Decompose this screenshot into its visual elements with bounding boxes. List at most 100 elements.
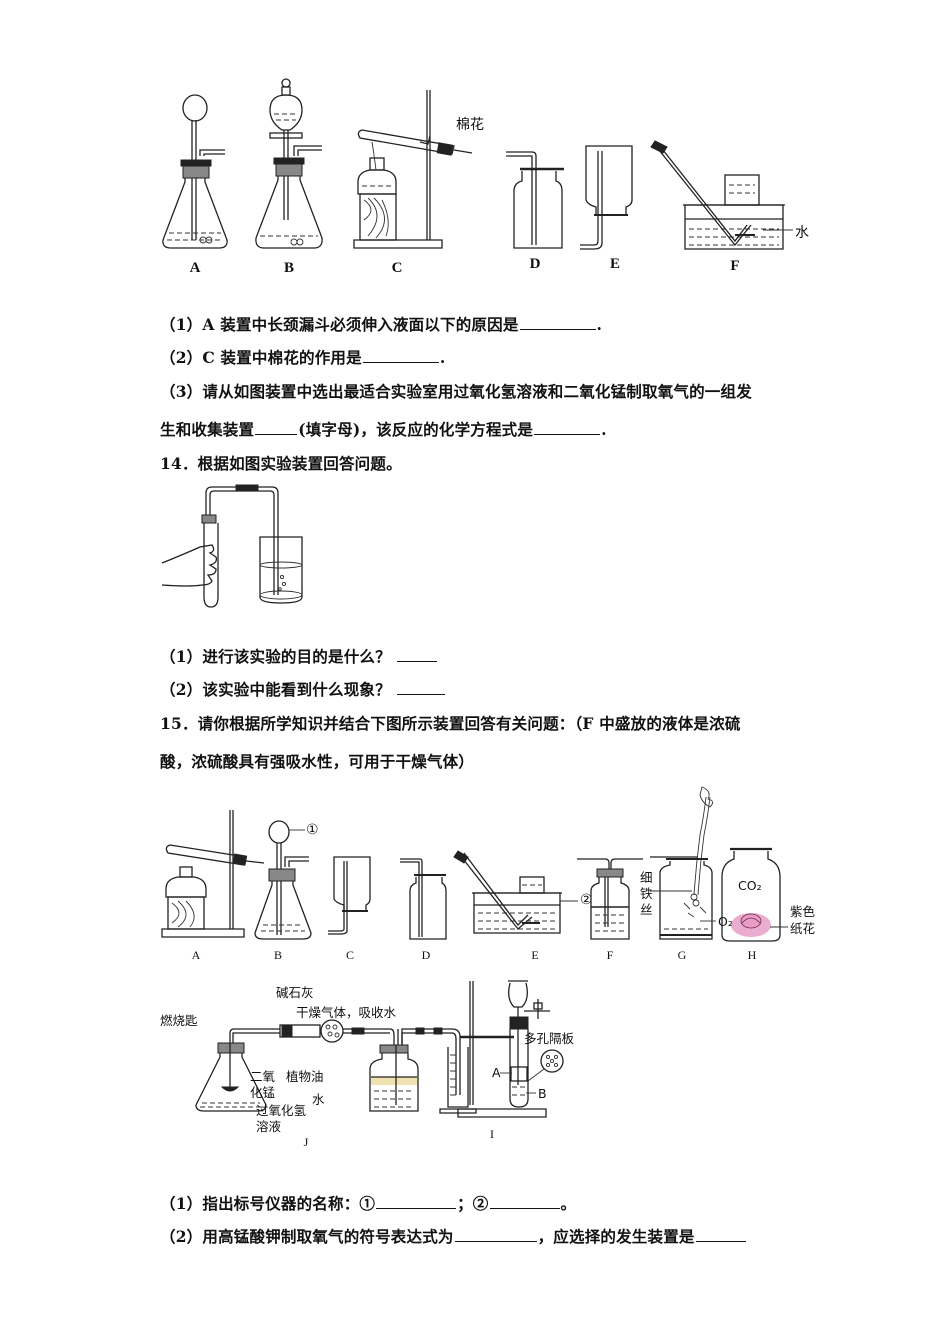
answer-blank[interactable] xyxy=(362,348,439,363)
q14-sub-1: （1）进行该实验的目的是什么？ xyxy=(160,645,438,667)
q13-figure: A B 棉花 C D xyxy=(150,70,830,285)
apparatus-f-wash-bottle xyxy=(577,858,643,940)
marker-2: ② xyxy=(580,892,593,908)
q13-sub-3-cont-mid: (填字母)，该反应的化学方程式是 xyxy=(298,420,534,439)
annotation-iron-wire-1: 细 xyxy=(640,870,653,885)
answer-blank[interactable] xyxy=(397,680,446,695)
apparatus-e-downward-air-collection xyxy=(580,145,633,250)
label-a: A xyxy=(191,948,201,962)
q14-figure-airtightness-check xyxy=(161,484,303,608)
apparatus-b-flask-separatory-funnel xyxy=(255,78,323,249)
label-f: F xyxy=(606,948,614,962)
apparatus-i-controllable-generator xyxy=(457,980,564,1118)
q15-sub-1-prefix: （1） xyxy=(160,1194,203,1213)
q15-sub-1: （1）指出标号仪器的名称：① ；② 。 xyxy=(160,1192,576,1214)
apparatus-a-flask-funnel xyxy=(162,94,228,249)
label-j: J xyxy=(303,1135,309,1149)
annotation-cotton: 棉花 xyxy=(456,117,484,133)
annotation-iron-wire-3: 丝 xyxy=(640,902,653,917)
answer-blank[interactable] xyxy=(454,1227,537,1242)
apparatus-j-oxygen-volume-measurement xyxy=(195,1019,477,1114)
label-b: B xyxy=(283,260,294,276)
marker-1: ① xyxy=(306,822,319,838)
label-c: C xyxy=(391,260,403,276)
answer-blank[interactable] xyxy=(376,1194,457,1209)
q15-title-line2: 酸，浓硫酸具有强吸水性，可用于干燥气体） xyxy=(160,752,475,771)
annotation-purple-flower-2: 纸花 xyxy=(790,921,816,936)
label-b: B xyxy=(273,948,282,962)
q13-sub-2-text: C 装置中棉花的作用是 xyxy=(202,348,362,367)
apparatus-g-iron-wire-combustion xyxy=(650,786,716,940)
annotation-h2o2-2: 溶液 xyxy=(256,1119,282,1134)
apparatus-a-heating xyxy=(161,810,265,938)
apparatus-e-water-displacement xyxy=(453,850,578,934)
annotation-mno2-2: 化锰 xyxy=(250,1085,276,1100)
annotation-spoon: 燃烧匙 xyxy=(160,1013,198,1028)
q15-figure-bottom: 碱石灰 干燥气体，吸收水 燃烧匙 二氧 化锰 植物油 水 过氧化氢 溶液 J 多… xyxy=(150,975,610,1155)
annotation-oil: 植物油 xyxy=(286,1069,324,1084)
answer-blank[interactable] xyxy=(489,1194,560,1209)
apparatus-c-downward-collection xyxy=(328,856,371,935)
answer-blank[interactable] xyxy=(534,420,601,435)
q15-sub-2-text: 用高锰酸钾制取氧气的符号表达式为 xyxy=(202,1227,454,1246)
answer-blank[interactable] xyxy=(255,420,298,435)
q13-sub-2: （2）C 装置中棉花的作用是. xyxy=(160,346,445,368)
q15-sub-1-end: 。 xyxy=(560,1194,577,1213)
annotation-point-b: B xyxy=(538,1086,547,1101)
label-c: C xyxy=(345,948,354,962)
annotation-soda-lime-desc: 干燥气体，吸收水 xyxy=(296,1005,397,1020)
q14-sub-2: （2）该实验中能看到什么现象？ xyxy=(160,678,446,700)
q14-sub-1-prefix: （1） xyxy=(160,647,203,666)
answer-blank[interactable] xyxy=(519,315,596,330)
annotation-iron-wire-2: 铁 xyxy=(640,886,653,901)
answer-blank[interactable] xyxy=(397,647,438,662)
annotation-porous-plate: 多孔隔板 xyxy=(524,1031,575,1046)
q13-sub-1: （1）A 装置中长颈漏斗必须伸入液面以下的原因是. xyxy=(160,313,602,335)
annotation-h2o2-1: 过氧化氢 xyxy=(256,1103,307,1118)
label-g: G xyxy=(677,948,687,962)
label-h: H xyxy=(747,948,757,962)
annotation-water: 水 xyxy=(312,1092,325,1107)
q13-sub-1-end: . xyxy=(596,315,603,334)
label-e: E xyxy=(531,948,539,962)
q13-sub-1-prefix: （1） xyxy=(160,315,203,334)
label-d: D xyxy=(529,256,541,272)
annotation-purple-flower-1: 紫色 xyxy=(790,904,816,919)
label-a: A xyxy=(189,260,201,276)
annotation-point-a: A xyxy=(492,1065,501,1080)
q15-sub-1-text: 指出标号仪器的名称：① xyxy=(202,1194,376,1213)
label-f: F xyxy=(730,258,740,274)
annotation-mno2-1: 二氧 xyxy=(250,1069,276,1084)
q13-sub-3-text: 请从如图装置中选出最适合实验室用过氧化氢溶液和二氧化锰制取氧气的一组发 xyxy=(202,382,752,401)
q13-sub-3-cont-text: 生和收集装置 xyxy=(160,420,255,439)
q15-sub-1-mid: ；② xyxy=(457,1194,489,1213)
annotation-co2: CO₂ xyxy=(738,878,762,893)
q15-sub-2-prefix: （2） xyxy=(160,1227,203,1246)
apparatus-d-upward-collection xyxy=(400,858,447,940)
apparatus-b-flask-funnel xyxy=(254,820,312,940)
q13-sub-1-text: A 装置中长颈漏斗必须伸入液面以下的原因是 xyxy=(202,315,519,334)
q15-sub-2: （2）用高锰酸钾制取氧气的符号表达式为 ，应选择的发生装置是 xyxy=(160,1225,747,1247)
apparatus-d-upward-air-collection xyxy=(506,151,564,249)
q13-sub-2-end: . xyxy=(439,348,446,367)
q14-sub-2-prefix: （2） xyxy=(160,680,203,699)
q14-title: 14．根据如图实验装置回答问题。 xyxy=(160,454,402,473)
q14-sub-2-text: 该实验中能看到什么现象？ xyxy=(202,680,391,699)
apparatus-h-co2-jar-flower xyxy=(721,847,788,942)
q13-sub-3-cont-end: . xyxy=(601,420,607,439)
annotation-water: 水 xyxy=(795,225,809,241)
q15-figure-top: A ① B C D ② E xyxy=(150,780,830,970)
q13-sub-3-cont: 生和收集装置 (填字母)，该反应的化学方程式是. xyxy=(160,418,607,440)
q15-sub-2-mid: ，应选择的发生装置是 xyxy=(537,1227,695,1246)
label-i: I xyxy=(490,1127,494,1141)
q13-sub-2-prefix: （2） xyxy=(160,348,203,367)
label-d: D xyxy=(421,948,431,962)
q14-sub-1-text: 进行该实验的目的是什么？ xyxy=(202,647,391,666)
q13-sub-3: （3）请从如图装置中选出最适合实验室用过氧化氢溶液和二氧化锰制取氧气的一组发 xyxy=(160,380,752,402)
annotation-soda-lime: 碱石灰 xyxy=(276,985,314,1000)
apparatus-f-water-displacement xyxy=(650,140,793,250)
apparatus-c-heating-test-tube xyxy=(353,90,473,249)
answer-blank[interactable] xyxy=(695,1227,746,1242)
q15-title-line1: 15．请你根据所学知识并结合下图所示装置回答有关问题：（F 中盛放的液体是浓硫 xyxy=(160,714,741,733)
label-e: E xyxy=(609,256,620,272)
